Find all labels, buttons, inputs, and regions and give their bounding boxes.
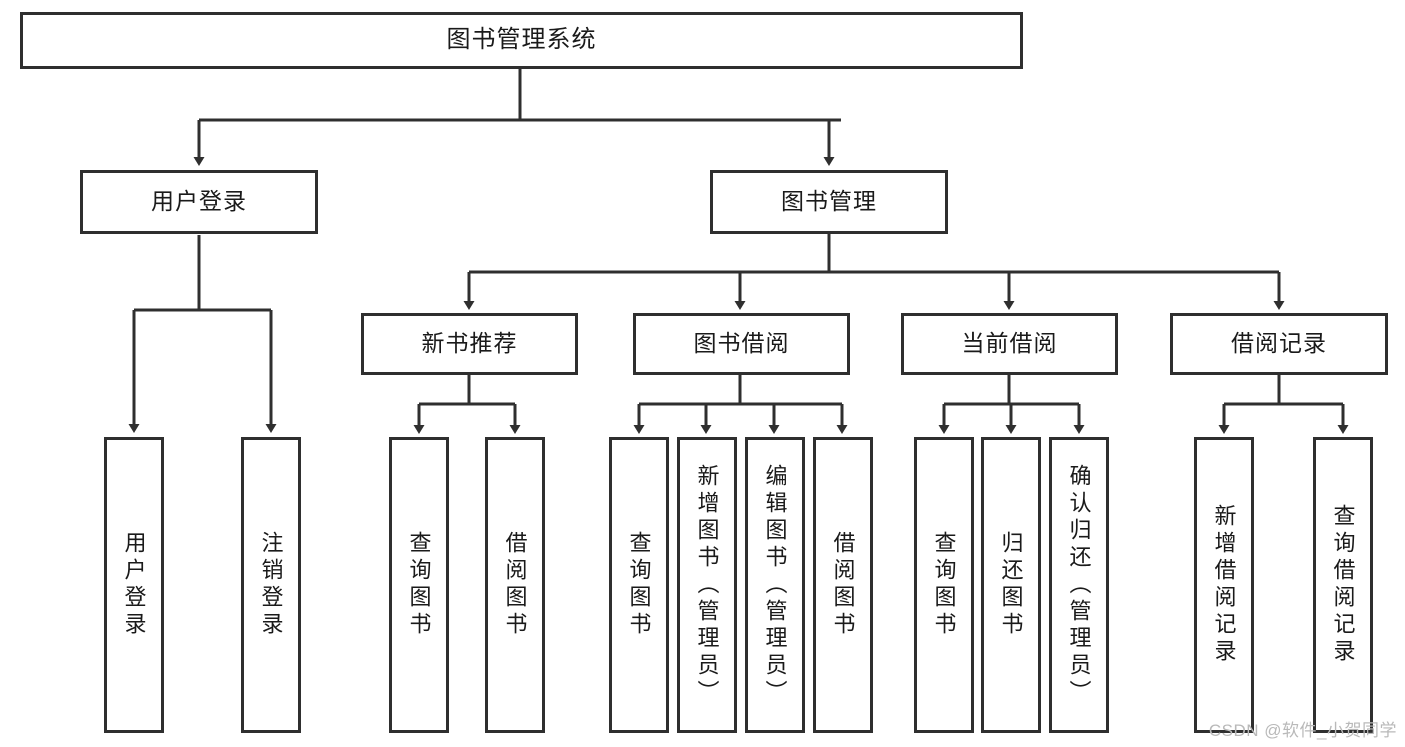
node-leaf-user-logout[interactable]: 注销登录: [241, 437, 301, 733]
node-book-borrow[interactable]: 图书借阅: [633, 313, 850, 375]
node-root[interactable]: 图书管理系统: [20, 12, 1023, 69]
node-leaf-confirm-return-label: 确认归还（管理员）: [1066, 463, 1092, 707]
node-leaf-return-book-label: 归还图书: [998, 531, 1024, 639]
node-leaf-borrow-book-2-label: 借阅图书: [830, 531, 856, 639]
node-book-manage-label: 图书管理: [781, 188, 877, 215]
node-root-label: 图书管理系统: [446, 26, 597, 54]
node-leaf-confirm-return[interactable]: 确认归还（管理员）: [1049, 437, 1109, 733]
node-leaf-query-book-3-label: 查询图书: [931, 531, 957, 639]
node-leaf-edit-book-label: 编辑图书（管理员）: [762, 463, 788, 707]
node-leaf-add-record[interactable]: 新增借阅记录: [1194, 437, 1254, 733]
node-leaf-borrow-book-1-label: 借阅图书: [502, 531, 528, 639]
node-new-book-recommend[interactable]: 新书推荐: [361, 313, 578, 375]
node-borrow-record-label: 借阅记录: [1231, 330, 1327, 357]
node-leaf-add-book[interactable]: 新增图书（管理员）: [677, 437, 737, 733]
node-leaf-query-record[interactable]: 查询借阅记录: [1313, 437, 1373, 733]
node-book-manage[interactable]: 图书管理: [710, 170, 948, 234]
node-user-login-label: 用户登录: [151, 188, 247, 215]
node-leaf-query-book-2[interactable]: 查询图书: [609, 437, 669, 733]
node-leaf-add-record-label: 新增借阅记录: [1211, 504, 1237, 666]
node-leaf-query-book-2-label: 查询图书: [626, 531, 652, 639]
node-current-borrow[interactable]: 当前借阅: [901, 313, 1118, 375]
node-new-book-recommend-label: 新书推荐: [421, 330, 518, 357]
node-user-login[interactable]: 用户登录: [80, 170, 318, 234]
node-leaf-edit-book[interactable]: 编辑图书（管理员）: [745, 437, 805, 733]
node-current-borrow-label: 当前借阅: [961, 330, 1058, 357]
node-leaf-user-login[interactable]: 用户登录: [104, 437, 164, 733]
node-leaf-query-record-label: 查询借阅记录: [1330, 504, 1356, 666]
node-borrow-record[interactable]: 借阅记录: [1170, 313, 1388, 375]
node-leaf-add-book-label: 新增图书（管理员）: [694, 463, 720, 707]
node-leaf-user-logout-label: 注销登录: [258, 531, 284, 639]
node-book-borrow-label: 图书借阅: [693, 330, 790, 357]
node-leaf-borrow-book-2[interactable]: 借阅图书: [813, 437, 873, 733]
node-leaf-query-book-3[interactable]: 查询图书: [914, 437, 974, 733]
node-leaf-borrow-book-1[interactable]: 借阅图书: [485, 437, 545, 733]
node-leaf-user-login-label: 用户登录: [121, 531, 147, 639]
node-leaf-query-book-1-label: 查询图书: [406, 531, 432, 639]
node-leaf-return-book[interactable]: 归还图书: [981, 437, 1041, 733]
watermark-text: CSDN @软件_小贺同学: [1208, 721, 1397, 740]
node-leaf-query-book-1[interactable]: 查询图书: [389, 437, 449, 733]
